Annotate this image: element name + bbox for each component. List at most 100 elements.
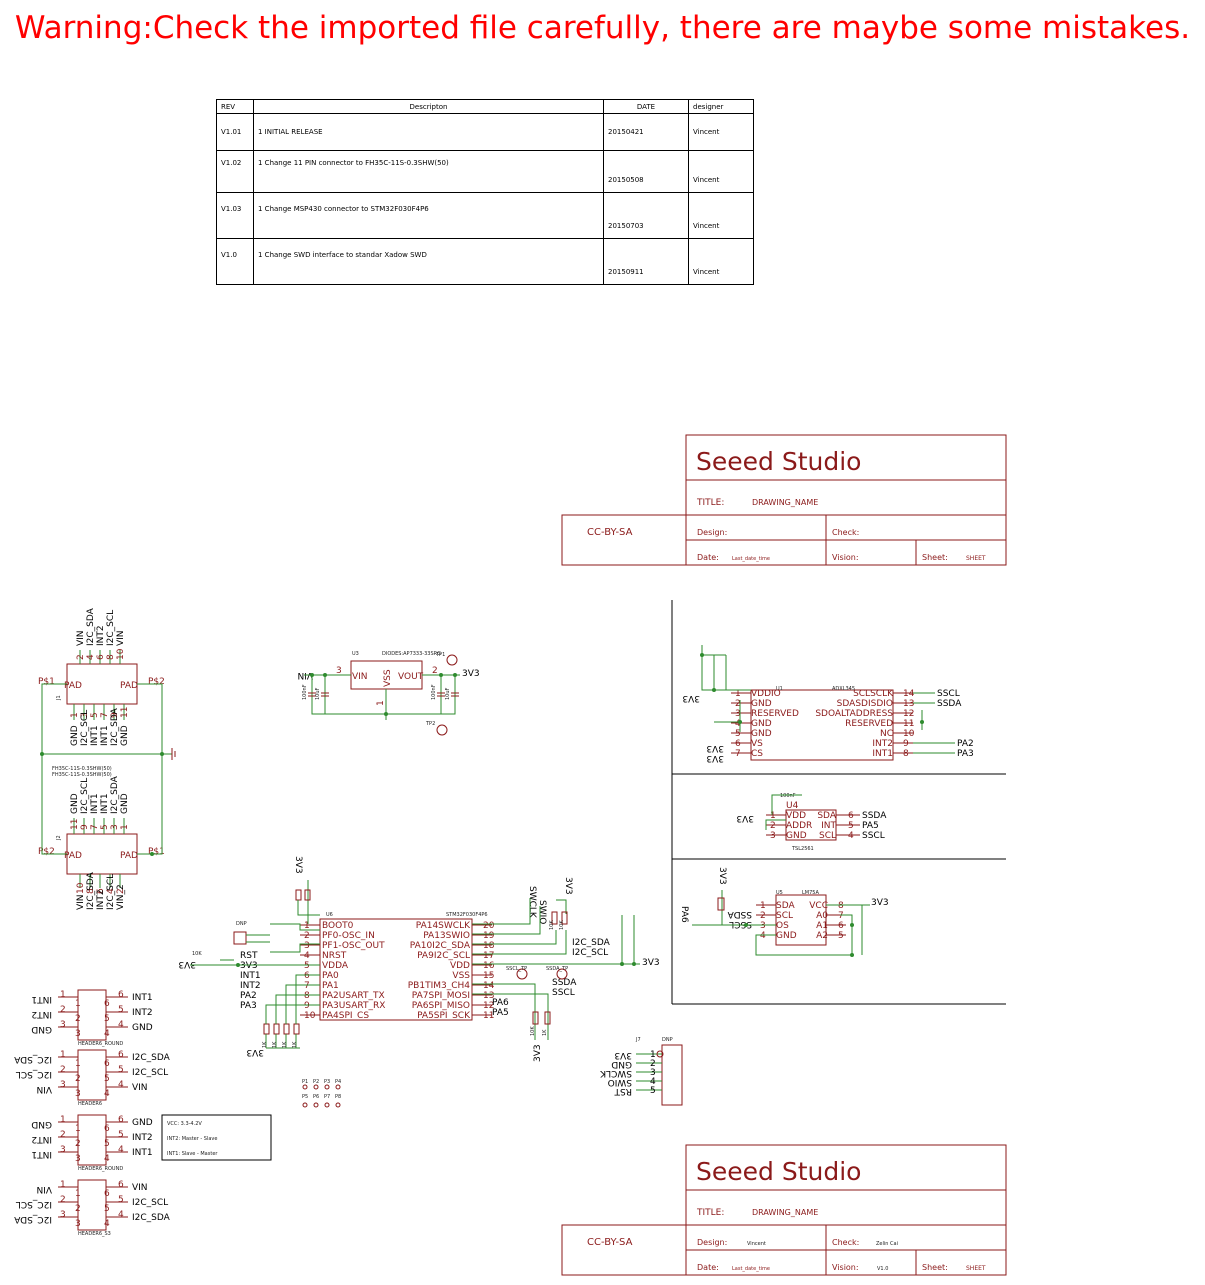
pin-name: RESERVED bbox=[845, 719, 893, 729]
pin-name: SDA bbox=[817, 811, 836, 821]
pin-number: 2 bbox=[75, 1139, 81, 1149]
pin-number: 2 bbox=[76, 654, 86, 660]
part-label: STM32F030F4P6 bbox=[446, 912, 488, 918]
pin-name: PA6SPI_MISO bbox=[412, 1001, 470, 1011]
pin-number: 4 bbox=[106, 888, 116, 894]
check-label: Check: bbox=[832, 1238, 859, 1247]
pin-name: SDASDISDIO bbox=[837, 699, 893, 709]
pin-number: 20 bbox=[483, 921, 495, 931]
pin-number: 6 bbox=[96, 888, 106, 894]
net-label: I2C_SCL bbox=[106, 874, 116, 910]
net-label: SSDA bbox=[552, 978, 577, 988]
net-label: INT1 bbox=[31, 1149, 52, 1159]
pin-number: 3 bbox=[60, 1080, 66, 1090]
part-label: TSL2561 bbox=[791, 846, 814, 852]
resistor-value: 10K bbox=[559, 920, 565, 930]
pad-ground-bus bbox=[40, 683, 176, 856]
pin-number: 2 bbox=[60, 1195, 66, 1205]
pin-number: 5 bbox=[304, 961, 310, 971]
pin-name: PF1-OSC_OUT bbox=[322, 941, 385, 951]
net-label: SSCL bbox=[552, 988, 575, 998]
net-3v3: 3V3 bbox=[178, 959, 196, 969]
pin-number: 4 bbox=[104, 1089, 110, 1099]
pin-number: 2 bbox=[735, 699, 741, 709]
pin-name: PA0 bbox=[322, 971, 339, 981]
designer-cell: Vincent bbox=[688, 192, 754, 239]
drawing-name: DRAWING_NAME bbox=[752, 1208, 818, 1217]
pin-number: 3 bbox=[770, 831, 776, 841]
pin-number: 2 bbox=[60, 1005, 66, 1015]
ps-label: P$2 bbox=[148, 677, 165, 687]
pin-number: 16 bbox=[483, 961, 495, 971]
pin-number: 6 bbox=[118, 990, 124, 1000]
pin-number: 14 bbox=[483, 981, 495, 991]
net-label: GND bbox=[120, 725, 130, 746]
pin-name: PA14SWCLK bbox=[416, 921, 471, 931]
resistor-value: 1K bbox=[282, 1041, 288, 1048]
ps-label: P$1 bbox=[38, 677, 55, 687]
pad-label: PAD bbox=[120, 851, 138, 861]
license-label: CC-BY-SA bbox=[587, 1237, 633, 1248]
pin-name: VS bbox=[751, 739, 763, 749]
pin-name: PF0-OSC_IN bbox=[322, 931, 375, 941]
resistor-value: 1K bbox=[292, 1041, 298, 1048]
mcu-left-pins: BOOT01PF0-OSC_IN2PF1-OSC_OUT3NRST4RSTVDD… bbox=[240, 921, 385, 1021]
net-label: GND bbox=[132, 1118, 153, 1128]
pin-number: 3 bbox=[75, 1219, 81, 1229]
pin-number: 17 bbox=[483, 951, 494, 961]
pin-number: 1 bbox=[60, 1050, 66, 1060]
pin-number: 10 bbox=[903, 729, 915, 739]
pad-label: P2 bbox=[313, 1079, 319, 1085]
net-label: INT1 bbox=[132, 993, 153, 1003]
pin-name: GND bbox=[751, 719, 772, 729]
cap-value: 100nF bbox=[431, 684, 437, 700]
pin-vout: VOUT bbox=[398, 672, 424, 682]
sheet-label: Sheet: bbox=[922, 553, 948, 562]
pin-number: 5 bbox=[838, 931, 844, 941]
net-label: I2C_SCL bbox=[16, 1199, 52, 1209]
net-label: I2C_SCL bbox=[132, 1198, 168, 1208]
pin-number: 2 bbox=[60, 1130, 66, 1140]
net-label: PA6 bbox=[492, 998, 509, 1008]
pin-name: CS bbox=[751, 749, 763, 759]
pin-name: PA5SPI_SCK bbox=[417, 1011, 471, 1021]
pin-number: 6 bbox=[104, 999, 110, 1009]
pin-number: 10 bbox=[76, 882, 86, 894]
pin-number: 1 bbox=[650, 1050, 656, 1060]
pin-number: 6 bbox=[96, 654, 106, 660]
pin-number: 4 bbox=[118, 1210, 124, 1220]
table-row: V1.03 1 Change MSP430 connector to STM32… bbox=[216, 192, 754, 239]
tp-label: TP2 bbox=[425, 721, 435, 727]
rev-cell: V1.03 bbox=[216, 192, 254, 239]
pin-number: 5 bbox=[118, 1130, 124, 1140]
ref-label: U6 bbox=[326, 912, 333, 918]
net-label: INT1 bbox=[240, 971, 261, 981]
pin-name: SCL bbox=[776, 911, 793, 921]
header-name: HEADER6_ROUND bbox=[78, 1041, 123, 1047]
net-3v3: 3V3 bbox=[706, 753, 724, 763]
note-line: VCC: 3.3-4.2V bbox=[167, 1121, 202, 1127]
net-3v3: 3V3 bbox=[717, 867, 727, 885]
pin-number: 6 bbox=[104, 1189, 110, 1199]
net-label: PA2 bbox=[957, 739, 974, 749]
part-label: ADXL345 bbox=[832, 686, 855, 692]
net-label: GND bbox=[31, 1119, 52, 1129]
net-label: I2C_SDA bbox=[110, 707, 120, 746]
pin-number: 1 bbox=[75, 1189, 81, 1199]
pin-number: 18 bbox=[483, 941, 495, 951]
net-label: INT1 bbox=[90, 725, 100, 746]
pin-number: 9 bbox=[903, 739, 909, 749]
cap-label: 100nF bbox=[780, 793, 796, 799]
pin-name: GND bbox=[751, 729, 772, 739]
ps-label: P$2 bbox=[38, 847, 55, 857]
title-block-top: Seeed Studio CC-BY-SA TITLE: DRAWING_NAM… bbox=[561, 434, 1007, 566]
pin-number: 2 bbox=[116, 888, 126, 894]
pin-number: 13 bbox=[483, 991, 494, 1001]
description-cell: 1 Change SWD interface to standar Xadow … bbox=[253, 238, 604, 285]
pin-number: 12 bbox=[903, 709, 914, 719]
pin-number: 3 bbox=[75, 1029, 81, 1039]
notes-box: VCC: 3.3-4.2V INT2: Master - Slave INT1:… bbox=[161, 1114, 272, 1161]
net-label: PA3 bbox=[240, 1001, 257, 1011]
pin-number: 5 bbox=[118, 1005, 124, 1015]
